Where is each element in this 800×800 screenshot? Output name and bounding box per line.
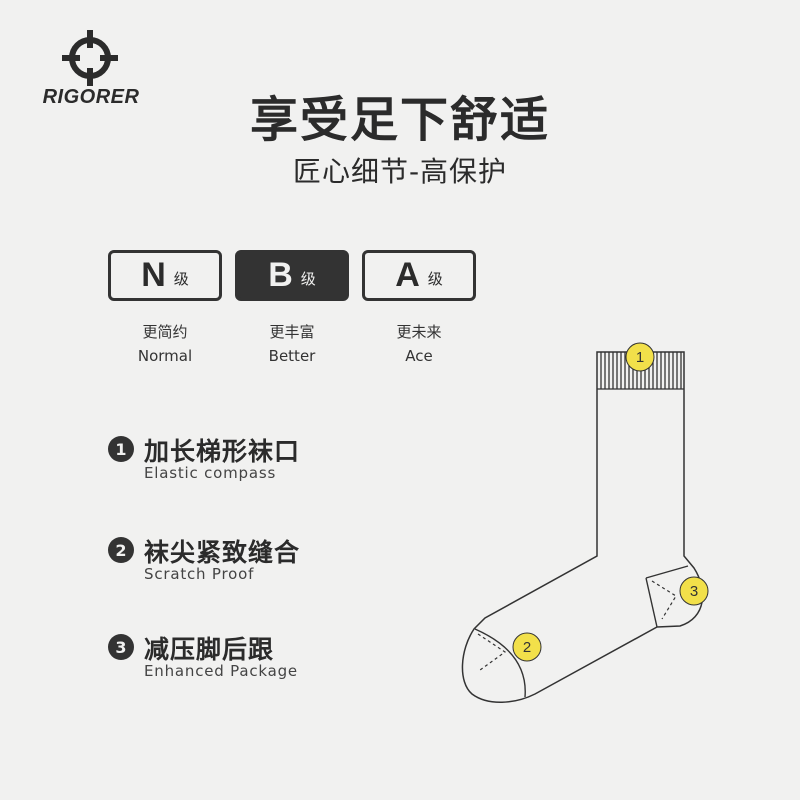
grade-zh-label: 更简约 [142,323,188,341]
grade-n-caption: 更简约 Normal [108,320,222,368]
toe-stitch [477,633,507,671]
grade-n-button[interactable]: N 级 [108,250,222,301]
grade-letter: N [141,256,166,294]
diagram-badge-3: 3 [679,576,709,606]
page-title: 享受足下舒适 [249,92,550,148]
grade-b-caption: 更丰富 Better [235,320,349,368]
feature-number-badge: 1 [108,436,134,462]
grade-a-button[interactable]: A 级 [362,250,476,301]
feature-number-badge: 2 [108,537,134,563]
badge-number: 3 [690,583,698,600]
sock-outline [461,351,704,703]
feature-number-badge: 3 [108,634,134,660]
grade-letter: B [268,256,293,294]
crosshair-icon [62,30,118,86]
brand-logo: RIGORER [36,30,146,110]
grade-a-caption: 更未来 Ace [362,320,476,368]
grade-en-label: Normal [137,347,193,365]
heel-panel [645,565,689,628]
diagram-badge-2: 2 [512,632,542,662]
feature-subtitle: Scratch Proof [144,565,255,583]
diagram-badge-1: 1 [625,342,655,372]
grade-zh-label: 更丰富 [269,323,315,341]
feature-title: 加长梯形袜口 [144,437,301,466]
toe-panel [474,628,526,698]
feature-title: 减压脚后跟 [144,635,275,664]
grade-en-label: Better [268,347,316,365]
grade-suffix: 级 [427,270,443,288]
badge-number: 1 [636,349,644,366]
grade-suffix: 级 [173,270,189,288]
grade-letter: A [395,256,420,294]
feature-title: 袜尖紧致缝合 [144,538,301,567]
feature-subtitle: Enhanced Package [144,662,298,680]
feature-subtitle: Elastic compass [144,464,277,482]
brand-name: RIGORER [42,86,140,108]
badge-number: 2 [523,639,531,656]
page-subtitle: 匠心细节-高保护 [292,155,508,188]
grade-en-label: Ace [405,347,433,365]
grade-b-button[interactable]: B 级 [235,250,349,301]
grade-suffix: 级 [300,270,316,288]
grade-zh-label: 更未来 [396,323,442,341]
